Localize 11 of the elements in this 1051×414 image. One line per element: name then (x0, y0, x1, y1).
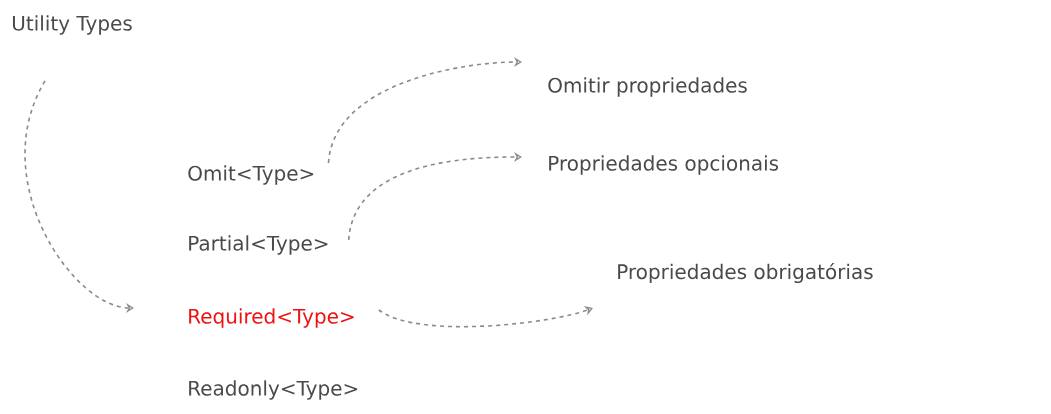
type-label: Propriedades opcionais (549, 155, 779, 175)
type-label: Propriedades obrigatórias (618, 262, 873, 284)
type-label: Readonly<Type> (189, 380, 358, 400)
dashed-arrow (347, 151, 522, 241)
type-label: Omitir propriedades (548, 77, 747, 97)
type-label: Required<Type> (189, 308, 354, 328)
type-label: Utility Types (12, 15, 132, 35)
dashed-arrow (327, 56, 522, 164)
type-label: Partial<Type> (189, 235, 328, 255)
dashed-arrow (378, 306, 593, 328)
type-label: Omit<Type> (188, 165, 314, 185)
